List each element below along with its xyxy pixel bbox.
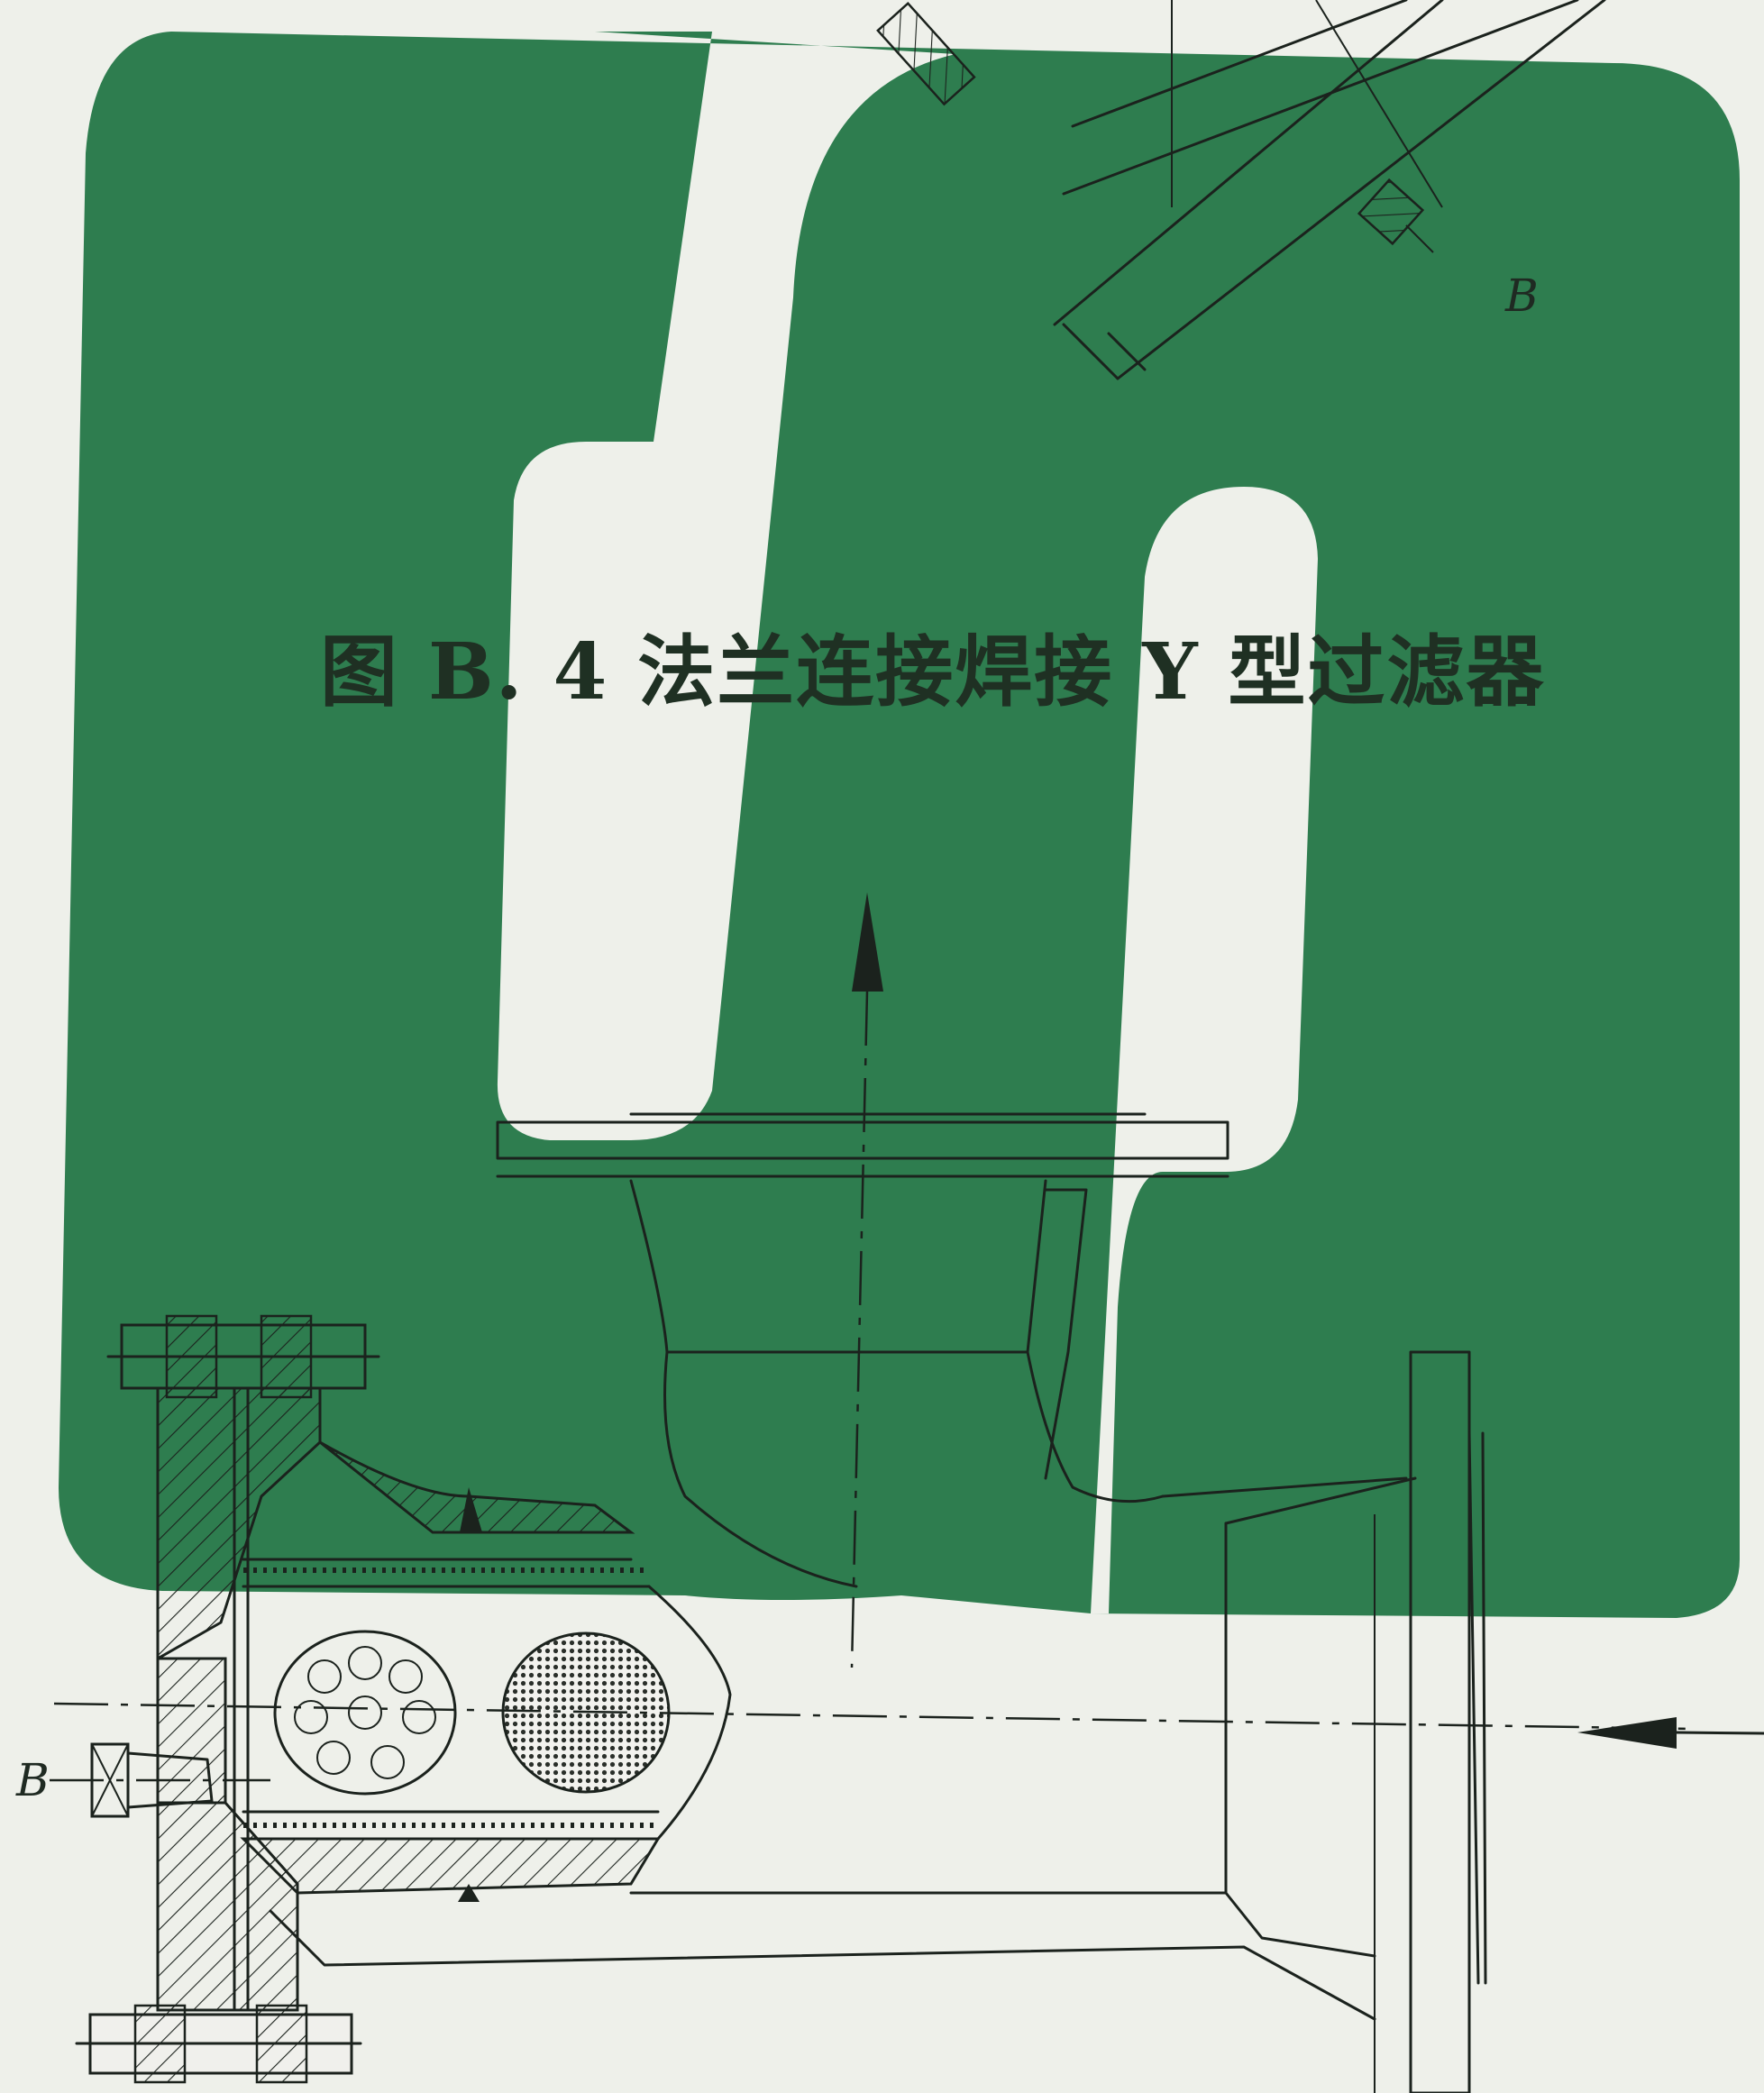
right-flange [1374, 1350, 1487, 2093]
section-marker-left [50, 1742, 270, 1818]
body-shell [269, 1476, 1417, 2021]
left-flange [75, 1314, 380, 2084]
body-neck [629, 1179, 1165, 1588]
perforated-plate-detail [273, 1630, 457, 1796]
horizontal-flow-arrow [53, 1702, 1764, 1749]
figure-caption: 图 B. 4 法兰连接焊接 Y 型过滤器 [320, 626, 1546, 717]
cover-flange [496, 1112, 1229, 1178]
cover-assembly [876, 0, 1606, 380]
strainer-screen [240, 1440, 661, 1902]
vertical-flow-arrow [850, 892, 883, 1668]
section-label-left: B [15, 1754, 50, 1806]
section-label-top: B [1504, 270, 1539, 322]
green-block [59, 32, 1740, 1618]
